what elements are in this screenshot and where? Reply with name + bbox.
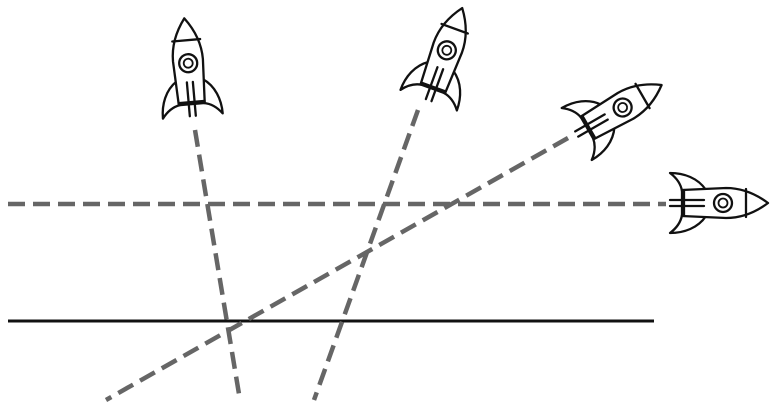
rocket-icon [153,14,224,120]
rocket-1-trail [192,129,243,401]
rocket-3-trail [104,136,570,402]
rocket-icon [668,171,770,235]
rocket-icon [560,57,678,162]
rocket-icon [399,0,492,112]
